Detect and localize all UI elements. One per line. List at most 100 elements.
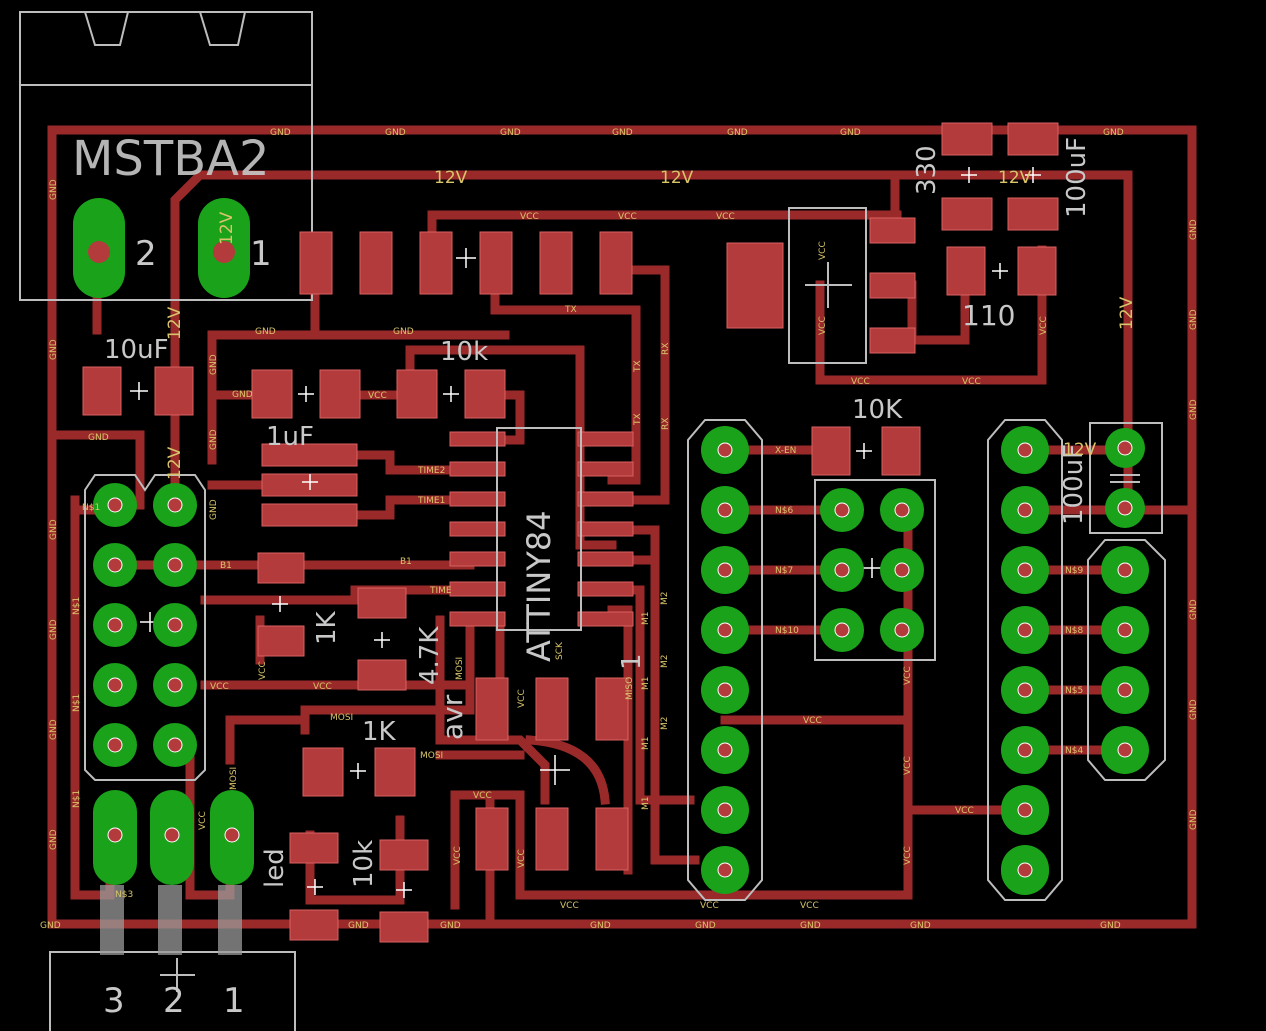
led-pad-top[interactable] <box>289 832 339 864</box>
net-label: GND <box>800 921 821 931</box>
r1k-bottom-pad-right[interactable] <box>374 747 416 797</box>
ic-pad[interactable] <box>577 551 634 567</box>
c100u-pad-top[interactable] <box>1007 122 1059 156</box>
smd-pad[interactable] <box>479 231 513 295</box>
terminal-pin2-label: 2 <box>135 234 157 274</box>
c100u-pad-bottom[interactable] <box>1007 197 1059 231</box>
part-origin-marks <box>130 167 1041 898</box>
net-label: GND <box>910 921 931 931</box>
net-label: VCC <box>368 391 387 401</box>
ic-pad[interactable] <box>449 431 506 447</box>
net-label: GND <box>612 128 633 138</box>
net-label: GND <box>209 354 219 375</box>
cap-pad-left[interactable] <box>251 369 293 419</box>
smd-pad[interactable] <box>535 807 569 871</box>
smd-pad[interactable] <box>595 677 629 741</box>
c100u-right-label: 100uF <box>1059 444 1089 525</box>
net-label: MOSI <box>455 657 465 680</box>
regulator-tab[interactable] <box>726 242 784 329</box>
smd-pad[interactable] <box>475 807 509 871</box>
net-label: VCC <box>803 716 822 726</box>
ic-pad[interactable] <box>577 461 634 477</box>
through-hole-pads[interactable] <box>84 419 1166 955</box>
ic-pad[interactable] <box>577 581 634 597</box>
resonator-pad-3[interactable] <box>261 503 358 527</box>
smd-pad[interactable] <box>535 677 569 741</box>
terminal-pin1-label: 1 <box>250 234 272 274</box>
r1k-bottom-pad-left[interactable] <box>302 747 344 797</box>
regulator-pin[interactable] <box>869 327 916 354</box>
terminal-pad-1[interactable] <box>198 198 250 298</box>
r110-pad-right[interactable] <box>1017 246 1057 296</box>
r10k-bottom-pad-bottom[interactable] <box>379 911 429 943</box>
r10k-pad-left[interactable] <box>396 369 438 419</box>
r10k-top-label: 10k <box>440 337 488 367</box>
smd-pad[interactable] <box>299 231 333 295</box>
net-label: GND <box>840 128 861 138</box>
r330-pad-bottom[interactable] <box>941 197 993 231</box>
ic-pad[interactable] <box>449 491 506 507</box>
net-label: VCC <box>313 682 332 692</box>
ic-pad[interactable] <box>577 491 634 507</box>
cap-pad-right[interactable] <box>319 369 361 419</box>
ic-pin1-label: 1 <box>617 653 647 670</box>
regulator-pin[interactable] <box>869 217 916 244</box>
net-label: X-EN <box>775 446 796 456</box>
ic-pad[interactable] <box>449 461 506 477</box>
ic-pad[interactable] <box>449 611 506 627</box>
net-label: GND <box>1189 599 1199 620</box>
r330-pad-top[interactable] <box>941 122 993 156</box>
resonator-pad-1[interactable] <box>261 443 358 467</box>
r10k-pad-right[interactable] <box>464 369 506 419</box>
net-label: RX <box>661 418 671 430</box>
smd-pad[interactable] <box>595 807 629 871</box>
led-pad-bottom[interactable] <box>289 909 339 941</box>
component-value-labels: 10uF 10k 1uF 1K 4.7K ATTINY84 1 avr 1K l… <box>103 137 1092 1021</box>
net-label: B1 <box>400 557 412 567</box>
net-label: M1 <box>641 677 651 691</box>
r4k7-pad-top[interactable] <box>357 587 407 619</box>
ic-pad[interactable] <box>449 551 506 567</box>
r10k-right-pad-right[interactable] <box>881 426 921 476</box>
r10k-right-pad-left[interactable] <box>811 426 851 476</box>
smd-pad[interactable] <box>599 231 633 295</box>
ic-pad[interactable] <box>449 521 506 537</box>
net-labels-12v: 12V 12V 12V 12V 12V 12V 12V 12V <box>165 168 1137 480</box>
net-label: M1 <box>641 612 651 626</box>
r4k7-pad-bottom[interactable] <box>357 659 407 691</box>
c10u-pad-right[interactable] <box>154 366 194 416</box>
c1u-label: 1uF <box>266 422 314 452</box>
ic-pad[interactable] <box>449 581 506 597</box>
r1k-pad-bottom[interactable] <box>257 625 305 657</box>
r1k-bottom-label: 1K <box>362 717 397 747</box>
net-label: M1 <box>641 797 651 811</box>
net-label: B1 <box>220 561 232 571</box>
terminal-pad-2[interactable] <box>73 198 125 298</box>
smd-pad[interactable] <box>419 231 453 295</box>
ic-pad[interactable] <box>577 521 634 537</box>
net-label: GND <box>393 327 414 337</box>
r1k-pad-top[interactable] <box>257 552 305 584</box>
net-label: VCC <box>618 212 637 222</box>
net-label: GND <box>49 519 59 540</box>
net-label: GND <box>385 128 406 138</box>
smd-pad[interactable] <box>539 231 573 295</box>
r10k-bottom-pad-top[interactable] <box>379 839 429 871</box>
smd-pad[interactable] <box>475 677 509 741</box>
net-label: VCC <box>517 689 527 708</box>
ic-pad[interactable] <box>577 611 634 627</box>
r110-pad-left[interactable] <box>946 246 986 296</box>
net-label: VCC <box>700 901 719 911</box>
net-label: GND <box>49 179 59 200</box>
ic-pad[interactable] <box>577 431 634 447</box>
c10u-pad-left[interactable] <box>82 366 122 416</box>
net-label: N$6 <box>775 506 793 516</box>
net-label: N$9 <box>1065 566 1083 576</box>
net-label: VCC <box>517 849 527 868</box>
net-label: GND <box>1189 699 1199 720</box>
net-label: MOSI <box>229 767 239 790</box>
net-label: VCC <box>1039 316 1049 335</box>
regulator-pin[interactable] <box>869 272 916 299</box>
smd-pad[interactable] <box>359 231 393 295</box>
